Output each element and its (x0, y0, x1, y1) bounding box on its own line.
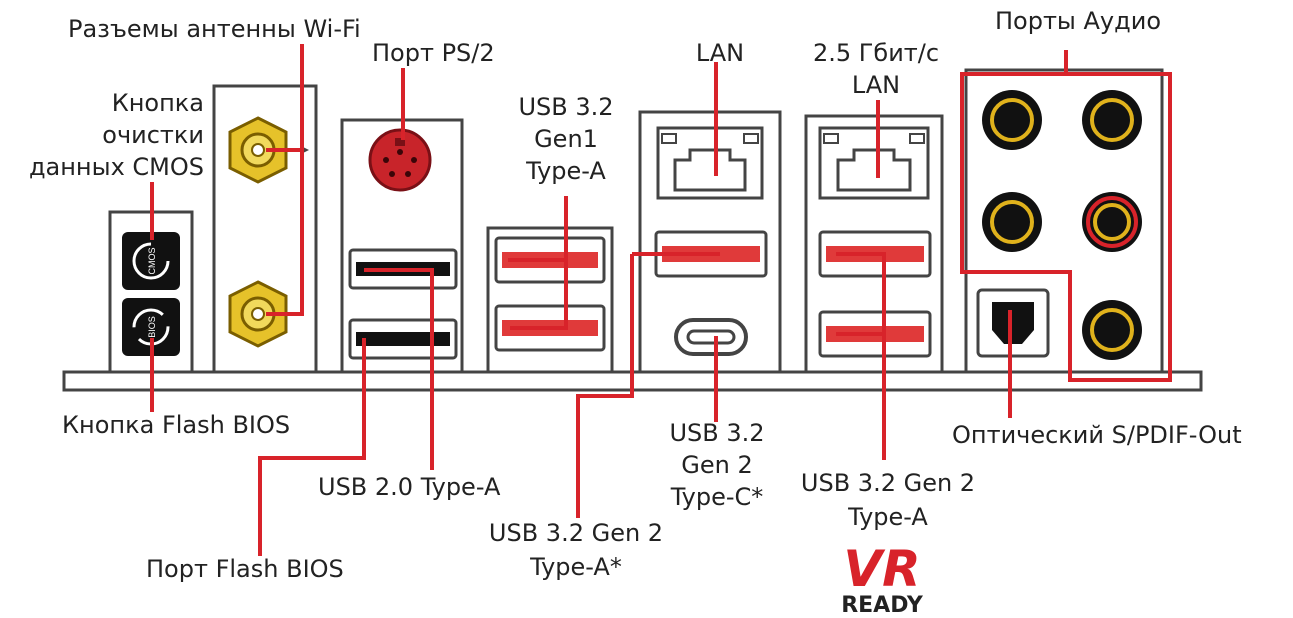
lan25-module (804, 114, 944, 374)
ps2-usb20-module (340, 118, 464, 374)
label-clear-cmos-3: данных CMOS (28, 153, 204, 181)
label-audio-ports: Порты Аудио (994, 7, 1162, 35)
audio-highlight-frame (960, 72, 1172, 382)
cmos-button-text: CMOS (147, 248, 157, 275)
label-optical-spdif: Оптический S/PDIF-Out (952, 421, 1242, 449)
label-clear-cmos-1: Кнопка (111, 89, 204, 117)
cmos-refresh-icon (132, 242, 170, 280)
ready-logo-text: READY (841, 593, 924, 616)
wifi-module (212, 84, 318, 374)
label-usb32-gen1-3: Type-A (526, 157, 606, 185)
label-usb32-gen2-typea-star-1: USB 3.2 Gen 2 (488, 519, 664, 547)
leader-lines (150, 44, 1068, 556)
ps2-port[interactable] (368, 128, 432, 192)
label-flash-bios-button: Кнопка Flash BIOS (62, 411, 291, 439)
audio-module (964, 68, 1164, 374)
label-usb32-gen1-2: Gen1 (534, 125, 598, 153)
vr-ready-logo: VR READY (841, 540, 924, 616)
label-usb32-gen1-1: USB 3.2 (518, 93, 614, 121)
label-usb32-gen2-typea-2: Type-A (848, 503, 928, 531)
label-wifi-antenna: Разъемы антенны Wi-Fi (68, 15, 361, 43)
lan25-port[interactable] (818, 126, 930, 200)
vr-logo-text: VR (843, 540, 920, 598)
label-lan25-2: LAN (851, 71, 901, 99)
label-usb32-gen2-typec-3: Type-C* (670, 483, 764, 511)
label-lan: LAN (695, 39, 745, 67)
label-usb32-gen2-typea-star-2: Type-A* (530, 553, 622, 581)
label-usb20-typea: USB 2.0 Type-A (318, 473, 501, 501)
label-ps2-port: Порт PS/2 (372, 39, 495, 67)
label-clear-cmos-2: очистки (102, 121, 204, 149)
flash-bios-button[interactable] (122, 298, 180, 356)
lan-module (638, 110, 782, 374)
usb32-gen1-module (486, 226, 614, 374)
lan-port[interactable] (656, 126, 764, 200)
bios-button-text: BIOS (147, 316, 157, 338)
label-usb32-gen2-typec-1: USB 3.2 (669, 419, 765, 447)
clear-cmos-button[interactable] (122, 232, 180, 290)
label-flash-bios-port: Порт Flash BIOS (146, 555, 344, 583)
audio-jack-4[interactable] (1082, 192, 1142, 252)
label-usb32-gen2-typec-2: Gen 2 (681, 451, 753, 479)
label-usb32-gen2-typea-1: USB 3.2 Gen 2 (800, 469, 976, 497)
label-lan25-1: 2.5 Гбит/с (812, 39, 940, 67)
